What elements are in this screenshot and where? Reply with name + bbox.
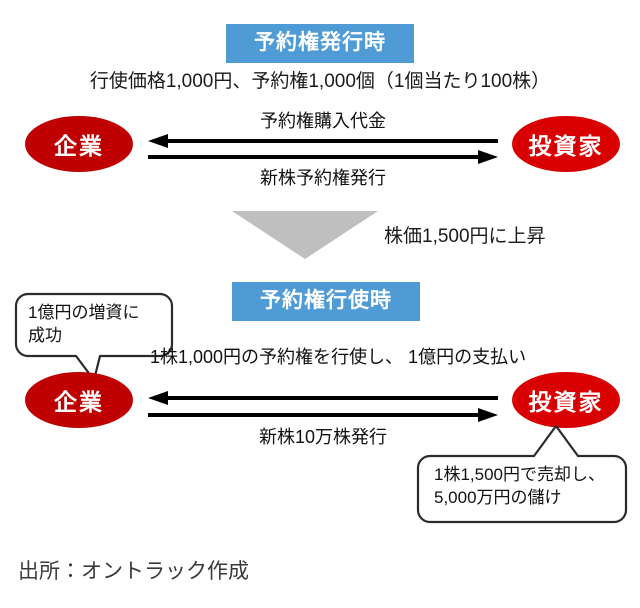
issuance-upper-arrow — [148, 134, 498, 148]
issuance-lower-arrow-label: 新株予約権発行 — [260, 168, 386, 188]
exercise-lower-arrow-label: 新株10万株発行 — [258, 427, 388, 447]
callout-investor-gain — [416, 424, 628, 524]
callout-company-gain-text: 1億円の増資に 成功 — [28, 303, 140, 345]
section-title-exercise: 予約権行使時 — [232, 282, 420, 321]
issuance-upper-arrow-label: 予約権購入代金 — [260, 111, 386, 131]
actor-company-issuance: 企業 — [25, 116, 133, 172]
callout-investor-gain-text: 1株1,500円で売却し、 5,000万円の儲け — [434, 465, 605, 507]
actor-investor-exercise: 投資家 — [512, 372, 620, 428]
section-title-issuance: 予約権発行時 — [226, 24, 414, 63]
callout-company-gain — [14, 292, 174, 388]
issuance-lower-arrow — [148, 150, 498, 164]
transition-down-triangle-icon — [232, 211, 378, 264]
actor-investor-issuance: 投資家 — [512, 116, 620, 172]
issuance-terms-caption: 行使価格1,000円、予約権1,000個（1個当たり100株） — [89, 71, 551, 92]
source-caption: 出所：オントラック作成 — [18, 560, 249, 583]
stock-price-rise-label: 株価1,500円に上昇 — [384, 226, 546, 247]
exercise-lower-arrow — [148, 408, 498, 422]
exercise-upper-arrow-label: 1株1,000円の予約権を行使し、 1億円の支払い — [150, 347, 527, 367]
actor-company-exercise: 企業 — [25, 372, 133, 428]
exercise-upper-arrow — [148, 391, 498, 405]
